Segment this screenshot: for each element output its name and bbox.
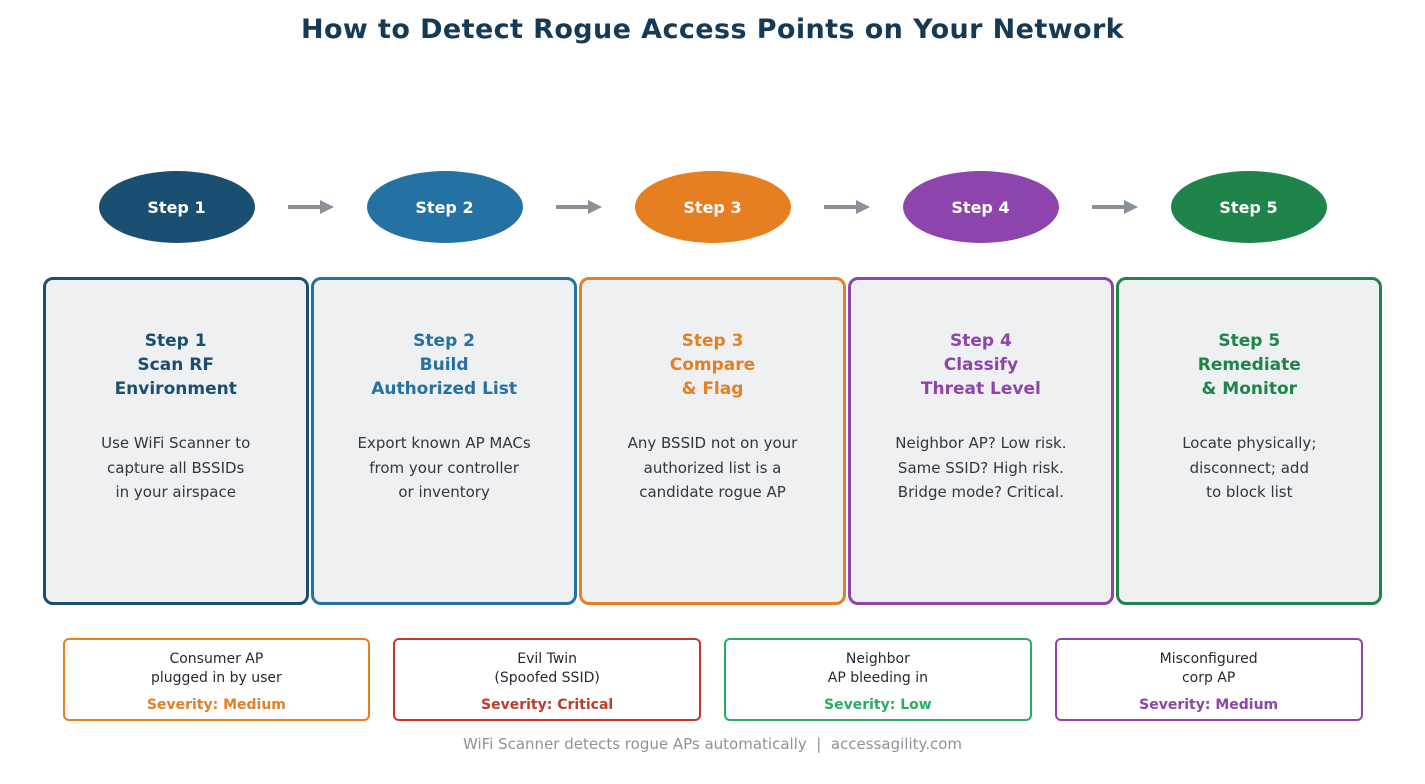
arrow-right-icon (555, 199, 603, 215)
step-badge-3: Step 3 (634, 171, 791, 243)
threat-box-evil-twin: Evil Twin (Spoofed SSID) Severity: Criti… (393, 638, 701, 721)
step-badge-label: Step 4 (951, 197, 1010, 217)
step-card-body: Export known AP MACs from your controlle… (357, 434, 531, 501)
step-card-heading: Step 1 Scan RF Environment (114, 331, 237, 399)
steps-row: Step 1 Step 2 Step 3 Step 4 Step 5 (43, 171, 1383, 243)
step-badge-label: Step 3 (683, 197, 742, 217)
step-badge-4: Step 4 (902, 171, 1059, 243)
step-cell-1: Step 1 (43, 171, 311, 243)
step-cell-3: Step 3 (579, 171, 847, 243)
step-badge-2: Step 2 (366, 171, 523, 243)
arrow-right-icon (1091, 199, 1139, 215)
step-cell-4: Step 4 (847, 171, 1115, 243)
step-card-5: Step 5 Remediate & Monitor Locate physic… (1116, 277, 1383, 605)
footer-note: WiFi Scanner detects rogue APs automatic… (462, 735, 963, 753)
step-card-heading: Step 3 Compare & Flag (669, 331, 756, 399)
step-badge-label: Step 5 (1219, 197, 1278, 217)
step-badge-label: Step 1 (147, 197, 206, 217)
threat-severity: Severity: Medium (146, 696, 286, 713)
step-card-body: Neighbor AP? Low risk. Same SSID? High r… (895, 434, 1067, 501)
page-title: How to Detect Rogue Access Points on You… (300, 14, 1125, 45)
step-card-1: Step 1 Scan RF Environment Use WiFi Scan… (42, 277, 309, 605)
threat-legend-row: Consumer AP plugged in by user Severity:… (62, 638, 1363, 721)
threat-box-misconfigured-ap: Misconfigured corp AP Severity: Medium (1054, 638, 1363, 721)
arrow-right-icon (287, 199, 335, 215)
threat-box-neighbor-ap: Neighbor AP bleeding in Severity: Low (724, 638, 1032, 721)
threat-name: Consumer AP plugged in by user (151, 651, 282, 687)
step-card-3: Step 3 Compare & Flag Any BSSID not on y… (579, 277, 846, 605)
threat-severity: Severity: Low (824, 696, 932, 713)
threat-name: Misconfigured corp AP (1159, 651, 1258, 687)
step-cell-5: Step 5 (1115, 171, 1383, 243)
step-card-heading: Step 2 Build Authorized List (371, 331, 517, 399)
step-card-heading: Step 5 Remediate & Monitor (1197, 331, 1301, 399)
step-cell-2: Step 2 (311, 171, 579, 243)
step-cards-row: Step 1 Scan RF Environment Use WiFi Scan… (42, 277, 1383, 605)
step-badge-1: Step 1 (98, 171, 255, 243)
threat-severity: Severity: Medium (1139, 696, 1279, 713)
step-badge-5: Step 5 (1170, 171, 1327, 243)
step-card-body: Locate physically; disconnect; add to bl… (1182, 434, 1317, 501)
step-card-body: Any BSSID not on your authorized list is… (627, 434, 798, 501)
step-card-body: Use WiFi Scanner to capture all BSSIDs i… (101, 434, 251, 501)
threat-name: Neighbor AP bleeding in (827, 651, 928, 687)
step-badge-label: Step 2 (415, 197, 474, 217)
threat-box-consumer-ap: Consumer AP plugged in by user Severity:… (62, 638, 371, 721)
threat-name: Evil Twin (Spoofed SSID) (494, 651, 600, 687)
step-card-2: Step 2 Build Authorized List Export know… (310, 277, 578, 605)
infographic-page: How to Detect Rogue Access Points on You… (0, 14, 1425, 753)
threat-severity: Severity: Critical (481, 696, 614, 713)
step-card-4: Step 4 Classify Threat Level Neighbor AP… (847, 277, 1115, 605)
arrow-right-icon (823, 199, 871, 215)
step-card-heading: Step 4 Classify Threat Level (920, 331, 1041, 399)
